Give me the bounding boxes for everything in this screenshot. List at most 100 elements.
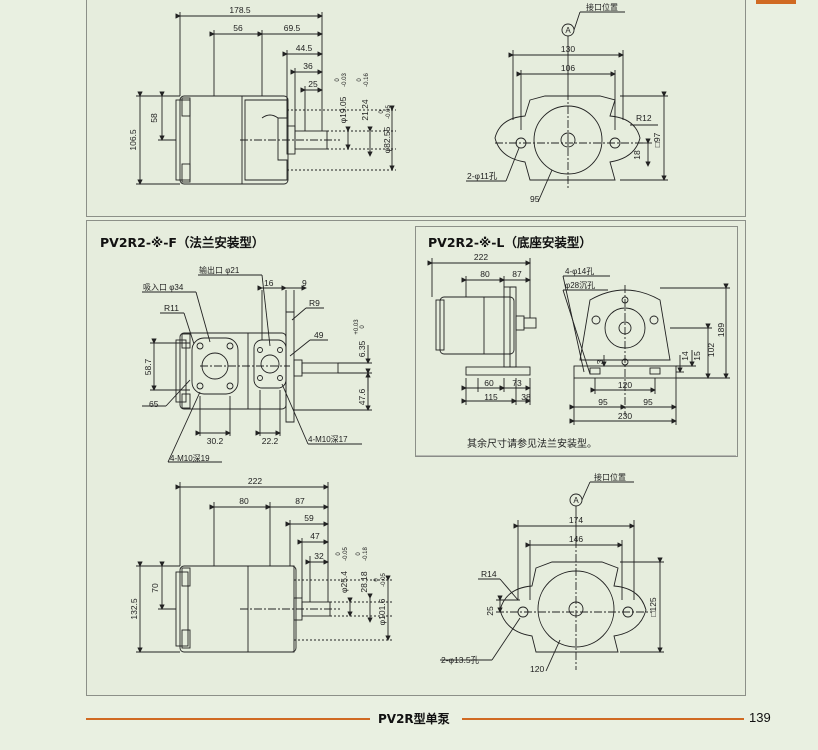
dim-label: φ19.05 [338, 96, 348, 123]
dim-label: 25 [485, 606, 495, 616]
dim-label: 106 [561, 63, 575, 73]
dim-label: 0 [336, 552, 342, 556]
dim-label: □125 [648, 597, 658, 617]
dim-label: 2-φ13.5孔 [441, 655, 480, 665]
footer-rule-right [462, 718, 744, 720]
footer-section-title: PV2R型单泵 [378, 712, 450, 726]
dim-label: 189 [716, 323, 726, 337]
dim-label: 120 [618, 380, 632, 390]
thread-label: 4-M10深17 [308, 435, 348, 444]
dim-label: -0.05 [386, 105, 392, 119]
dim-label: □97 [652, 132, 662, 147]
dim-label: 21.24 [360, 99, 370, 121]
dim-label: 222 [248, 476, 262, 486]
dim-label: 15 [692, 351, 702, 361]
dim-label: 30.2 [207, 436, 224, 446]
port-position-label: 接口位置 [594, 472, 626, 482]
dim-label: φ25.4 [339, 571, 349, 593]
dim-label: 18 [632, 150, 642, 160]
dim-label: 36 [303, 61, 313, 71]
dim-label: φ101.6 [377, 598, 387, 625]
footer-rule-left [86, 718, 370, 720]
bottom-front-view [440, 481, 664, 672]
dim-label: 44.5 [296, 43, 313, 53]
flange-view [142, 274, 372, 463]
dim-label: -0.05 [381, 573, 387, 587]
dim-label: 47.6 [357, 388, 367, 405]
dim-label: R12 [636, 113, 652, 123]
dim-label: 3 [595, 359, 605, 364]
dim-label: R14 [481, 569, 497, 579]
dim-label: 25 [308, 79, 318, 89]
dim-label: 22.2 [262, 436, 279, 446]
port-letter: A [573, 496, 579, 505]
dim-label: 132.5 [129, 598, 139, 620]
dim-label: -0.03 [342, 73, 348, 87]
dim-label: -0.16 [364, 73, 370, 87]
hole-label: 4-φ14孔 [565, 267, 594, 276]
dim-label: 222 [474, 252, 488, 262]
dim-label: 47 [310, 531, 320, 541]
dim-label: 178.5 [229, 5, 251, 15]
dim-label: 174 [569, 515, 583, 525]
counterbore-label: φ28沉孔 [565, 281, 595, 290]
dim-label: 73 [512, 378, 522, 388]
dim-label: 69.5 [284, 23, 301, 33]
dim-label: 58.7 [143, 358, 153, 375]
dim-label: 49 [314, 330, 324, 340]
dim-label: 87 [512, 269, 522, 279]
dim-label: +0.03 [354, 319, 360, 335]
dimension-labels: 178.5 56 69.5 44.5 36 25 106.5 58 φ19.05… [128, 2, 726, 674]
dim-label: 38 [521, 392, 531, 402]
page-number: 139 [749, 710, 771, 725]
dim-label: 106.5 [128, 129, 138, 151]
dim-label: 95 [643, 397, 653, 407]
flange-section-title: PV2R2-※-F（法兰安装型） [100, 235, 265, 250]
inlet-port-label: 吸入口 φ34 [143, 283, 184, 292]
dim-label: 95 [530, 194, 540, 204]
dim-label: 59 [304, 513, 314, 523]
dim-label: 16 [264, 278, 274, 288]
dim-label: 70 [150, 583, 160, 593]
bottom-side-view [136, 482, 392, 653]
dim-label: 80 [480, 269, 490, 279]
top-front-view [466, 11, 668, 203]
dim-label: 65 [149, 399, 159, 409]
foot-view [416, 258, 736, 457]
note-text: 其余尺寸请参见法兰安装型。 [467, 437, 597, 450]
dim-label: 58 [149, 113, 159, 123]
port-position-label: 接口位置 [586, 2, 618, 12]
dim-label: 14 [680, 351, 690, 361]
dim-label: 146 [569, 534, 583, 544]
dim-label: 32 [314, 551, 324, 561]
dim-label: 0 [335, 78, 341, 82]
dim-label: 102 [706, 343, 716, 357]
chapter-tab [756, 0, 796, 4]
dim-label: 130 [561, 44, 575, 54]
dim-label: 60 [484, 378, 494, 388]
dim-label: 28.18 [359, 571, 369, 593]
dim-label: 120 [530, 664, 544, 674]
outlet-port-label: 输出口 φ21 [199, 265, 240, 275]
dim-label: 230 [618, 411, 632, 421]
dim-label: 115 [484, 392, 498, 402]
port-letter: A [565, 26, 571, 35]
foot-section-title: PV2R2-※-L（底座安装型） [428, 235, 592, 250]
dim-label: R9 [309, 298, 320, 308]
dim-label: 95 [598, 397, 608, 407]
dim-label: 2-φ11孔 [467, 171, 498, 181]
dim-label: -0.05 [343, 547, 349, 561]
dim-label: -0.18 [363, 547, 369, 561]
dim-label: 0 [374, 578, 380, 582]
dim-label: 87 [295, 496, 305, 506]
dim-label: φ82.55 [382, 126, 392, 153]
dim-label: 80 [239, 496, 249, 506]
dim-label: 56 [233, 23, 243, 33]
dim-label: 0 [379, 110, 385, 114]
top-side-view [136, 12, 396, 185]
dim-label: 6.35 [357, 340, 367, 357]
dim-label: 9 [302, 278, 307, 288]
thread-label: 4-M10深19 [170, 454, 210, 463]
dim-label: 0 [356, 552, 362, 556]
